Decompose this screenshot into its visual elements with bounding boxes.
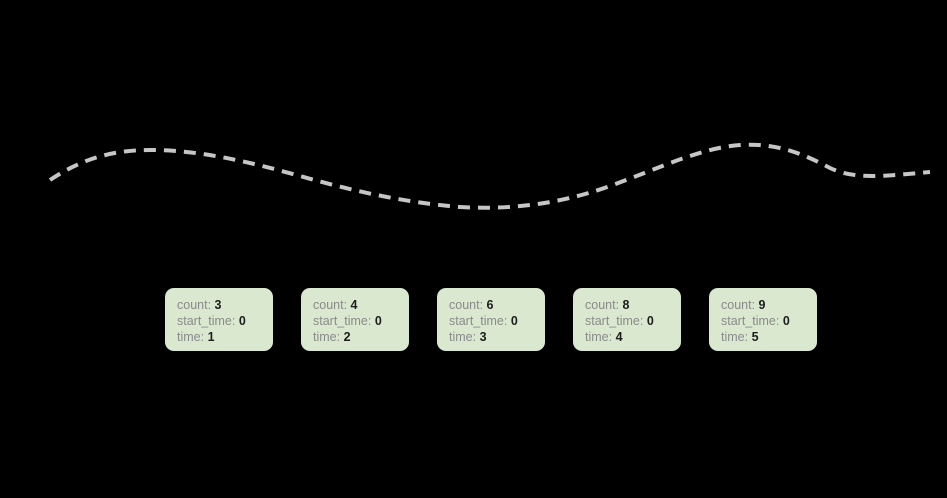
card-value-count: 6 — [486, 298, 494, 312]
card-value-count: 9 — [758, 298, 766, 312]
card-value-start-time: 0 — [238, 314, 246, 328]
card-value-time: 5 — [751, 330, 759, 344]
card-label-time: time: — [313, 330, 341, 344]
card-label-count: count: — [585, 298, 620, 312]
event-card-1[interactable]: count: 3 start_time: 0 time: 1 — [165, 288, 273, 351]
card-value-time: 1 — [207, 330, 215, 344]
card-value-count: 4 — [350, 298, 358, 312]
card-row-time: time: 1 — [177, 329, 273, 345]
card-label-start-time: start_time: — [313, 314, 372, 328]
event-card-4[interactable]: count: 8 start_time: 0 time: 4 — [573, 288, 681, 351]
card-label-time: time: — [721, 330, 749, 344]
card-row-time: time: 3 — [449, 329, 545, 345]
card-label-count: count: — [313, 298, 348, 312]
card-label-time: time: — [449, 330, 477, 344]
card-row-time: time: 4 — [585, 329, 681, 345]
card-row-start-time: start_time: 0 — [585, 313, 681, 329]
card-row-start-time: start_time: 0 — [313, 313, 409, 329]
card-value-start-time: 0 — [510, 314, 518, 328]
card-row-start-time: start_time: 0 — [449, 313, 545, 329]
card-label-start-time: start_time: — [585, 314, 644, 328]
event-card-2[interactable]: count: 4 start_time: 0 time: 2 — [301, 288, 409, 351]
card-row-start-time: start_time: 0 — [177, 313, 273, 329]
card-value-count: 8 — [622, 298, 630, 312]
card-row-count: count: 3 — [177, 297, 273, 313]
card-row-count: count: 6 — [449, 297, 545, 313]
card-label-start-time: start_time: — [721, 314, 780, 328]
event-cards-row: count: 3 start_time: 0 time: 1 count: 4 … — [165, 288, 817, 351]
dashed-trend-curve-path — [48, 142, 931, 210]
card-row-count: count: 8 — [585, 297, 681, 313]
card-label-start-time: start_time: — [449, 314, 508, 328]
card-label-count: count: — [449, 298, 484, 312]
event-card-5[interactable]: count: 9 start_time: 0 time: 5 — [709, 288, 817, 351]
card-value-count: 3 — [214, 298, 222, 312]
card-row-count: count: 4 — [313, 297, 409, 313]
card-value-start-time: 0 — [782, 314, 790, 328]
card-value-start-time: 0 — [374, 314, 382, 328]
card-value-time: 4 — [615, 330, 623, 344]
card-label-start-time: start_time: — [177, 314, 236, 328]
card-value-start-time: 0 — [646, 314, 654, 328]
card-row-time: time: 2 — [313, 329, 409, 345]
card-row-count: count: 9 — [721, 297, 817, 313]
card-label-time: time: — [177, 330, 205, 344]
card-value-time: 3 — [479, 330, 487, 344]
card-label-time: time: — [585, 330, 613, 344]
card-value-time: 2 — [343, 330, 351, 344]
card-label-count: count: — [721, 298, 756, 312]
event-card-3[interactable]: count: 6 start_time: 0 time: 3 — [437, 288, 545, 351]
card-label-count: count: — [177, 298, 212, 312]
card-row-time: time: 5 — [721, 329, 817, 345]
card-row-start-time: start_time: 0 — [721, 313, 817, 329]
